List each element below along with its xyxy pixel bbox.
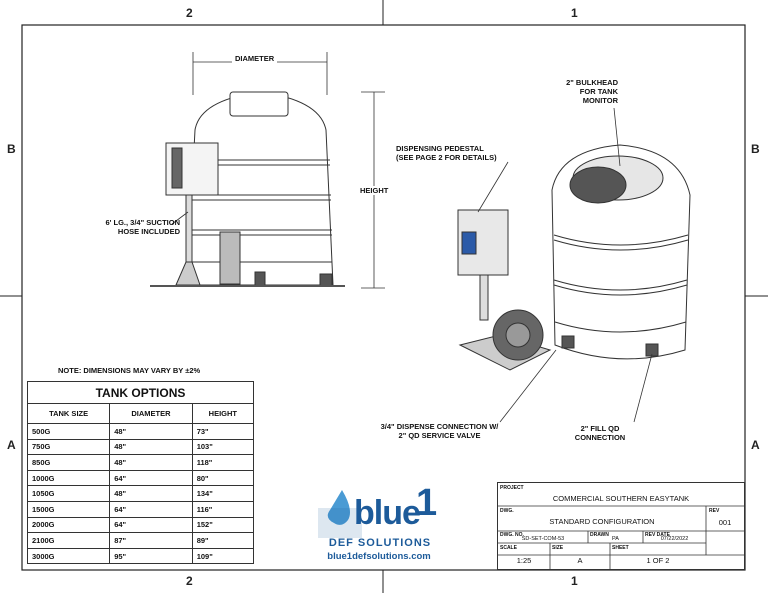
logo-word: blue (354, 494, 421, 532)
column-header: TANK SIZE (26, 403, 111, 424)
size-value: A (577, 556, 583, 565)
logo-graphic (318, 490, 362, 538)
zone-label-a-left: A (7, 438, 16, 452)
logo-numeral: 1 (416, 482, 438, 524)
zone-label-bottom-1: 1 (571, 574, 578, 588)
table-cell: 750G (26, 438, 111, 456)
size-label: SIZE (552, 545, 564, 551)
zone-label-top-2: 2 (186, 6, 193, 20)
table-cell: 116" (191, 500, 255, 518)
table-cell: 73" (191, 423, 255, 440)
scale-value: 1:25 (516, 556, 532, 565)
dispense-connection-note: 3/4" DISPENSE CONNECTION W/ 2" QD SERVIC… (380, 422, 499, 440)
project-label: PROJECT (500, 485, 524, 491)
table-cell: 80" (191, 469, 255, 487)
rev-label: REV (709, 508, 720, 514)
table-cell: 118" (191, 454, 255, 471)
suction-hose-note: 6' LG., 3/4" SUCTION HOSE INCLUDED (105, 218, 180, 236)
front-tank-drawing (150, 91, 345, 287)
table-cell: 48" (109, 454, 193, 471)
blue1-logo: blue 1 DEF SOLUTIONS blue1defsolutions.c… (318, 484, 440, 568)
dwg-label: DWG. (500, 508, 514, 514)
dwg-value: STANDARD CONFIGURATION (549, 517, 655, 526)
table-cell: 48" (109, 485, 193, 502)
dwg-no-label: DWG. NO. (500, 532, 524, 538)
table-cell: 89" (191, 532, 255, 549)
zone-label-bottom-2: 2 (186, 574, 193, 588)
table-cell: 152" (191, 516, 255, 534)
logo-subtitle: DEF SOLUTIONS (328, 537, 432, 549)
project-value: COMMERCIAL SOUTHERN EASYTANK (552, 494, 690, 503)
fill-connection-note: 2" FILL QD CONNECTION (574, 424, 626, 442)
height-label: HEIGHT (358, 186, 391, 195)
zone-label-b-left: B (7, 142, 16, 156)
scale-label: SCALE (500, 545, 517, 551)
zone-label-b-right: B (751, 142, 760, 156)
table-cell: 1050G (26, 485, 111, 502)
table-cell: 64" (109, 469, 193, 487)
table-cell: 64" (109, 500, 193, 518)
iso-tank-drawing (457, 144, 691, 371)
sheet-value: 1 OF 2 (646, 556, 670, 565)
dwg-no-value: SD-SET-COM-53 (521, 536, 565, 542)
rev-date-label: REV DATE (645, 532, 670, 538)
table-cell: 87" (109, 532, 193, 549)
column-header: HEIGHT (191, 403, 255, 424)
bulkhead-note: 2" BULKHEAD FOR TANK MONITOR (566, 78, 618, 105)
table-cell: 109" (191, 547, 255, 565)
column-header: DIAMETER (109, 403, 193, 424)
drawn-label: DRAWN (590, 532, 609, 538)
zone-label-a-right: A (751, 438, 760, 452)
dimension-note: NOTE: DIMENSIONS MAY VARY BY ±2% (58, 366, 201, 375)
table-cell: 500G (26, 423, 111, 440)
title-block-grid (498, 505, 744, 569)
drawn-value: PA (612, 536, 619, 542)
table-cell: 2000G (26, 516, 111, 534)
table-cell: 48" (109, 438, 193, 456)
zone-label-top-1: 1 (571, 6, 578, 20)
sheet-label: SHEET (612, 545, 629, 551)
table-cell: 134" (191, 485, 255, 502)
diameter-label: DIAMETER (232, 54, 278, 63)
title-block: PROJECT COMMERCIAL SOUTHERN EASYTANK DWG… (497, 482, 745, 570)
table-cell: 48" (109, 423, 193, 440)
table-cell: 3000G (26, 547, 111, 565)
table-cell: 95" (109, 547, 193, 565)
table-cell: 64" (109, 516, 193, 534)
table-cell: 2100G (26, 532, 111, 549)
table-cell: 1500G (26, 500, 111, 518)
tank-options-title: TANK OPTIONS (27, 381, 254, 404)
rev-value: 001 (718, 518, 732, 527)
pedestal-note: DISPENSING PEDESTAL (SEE PAGE 2 FOR DETA… (396, 144, 497, 162)
table-cell: 850G (26, 454, 111, 471)
logo-url-link[interactable]: blue1defsolutions.com (327, 551, 431, 562)
table-cell: 103" (191, 438, 255, 456)
rev-date-value: 07/22/2022 (660, 536, 689, 542)
table-cell: 1000G (26, 469, 111, 487)
